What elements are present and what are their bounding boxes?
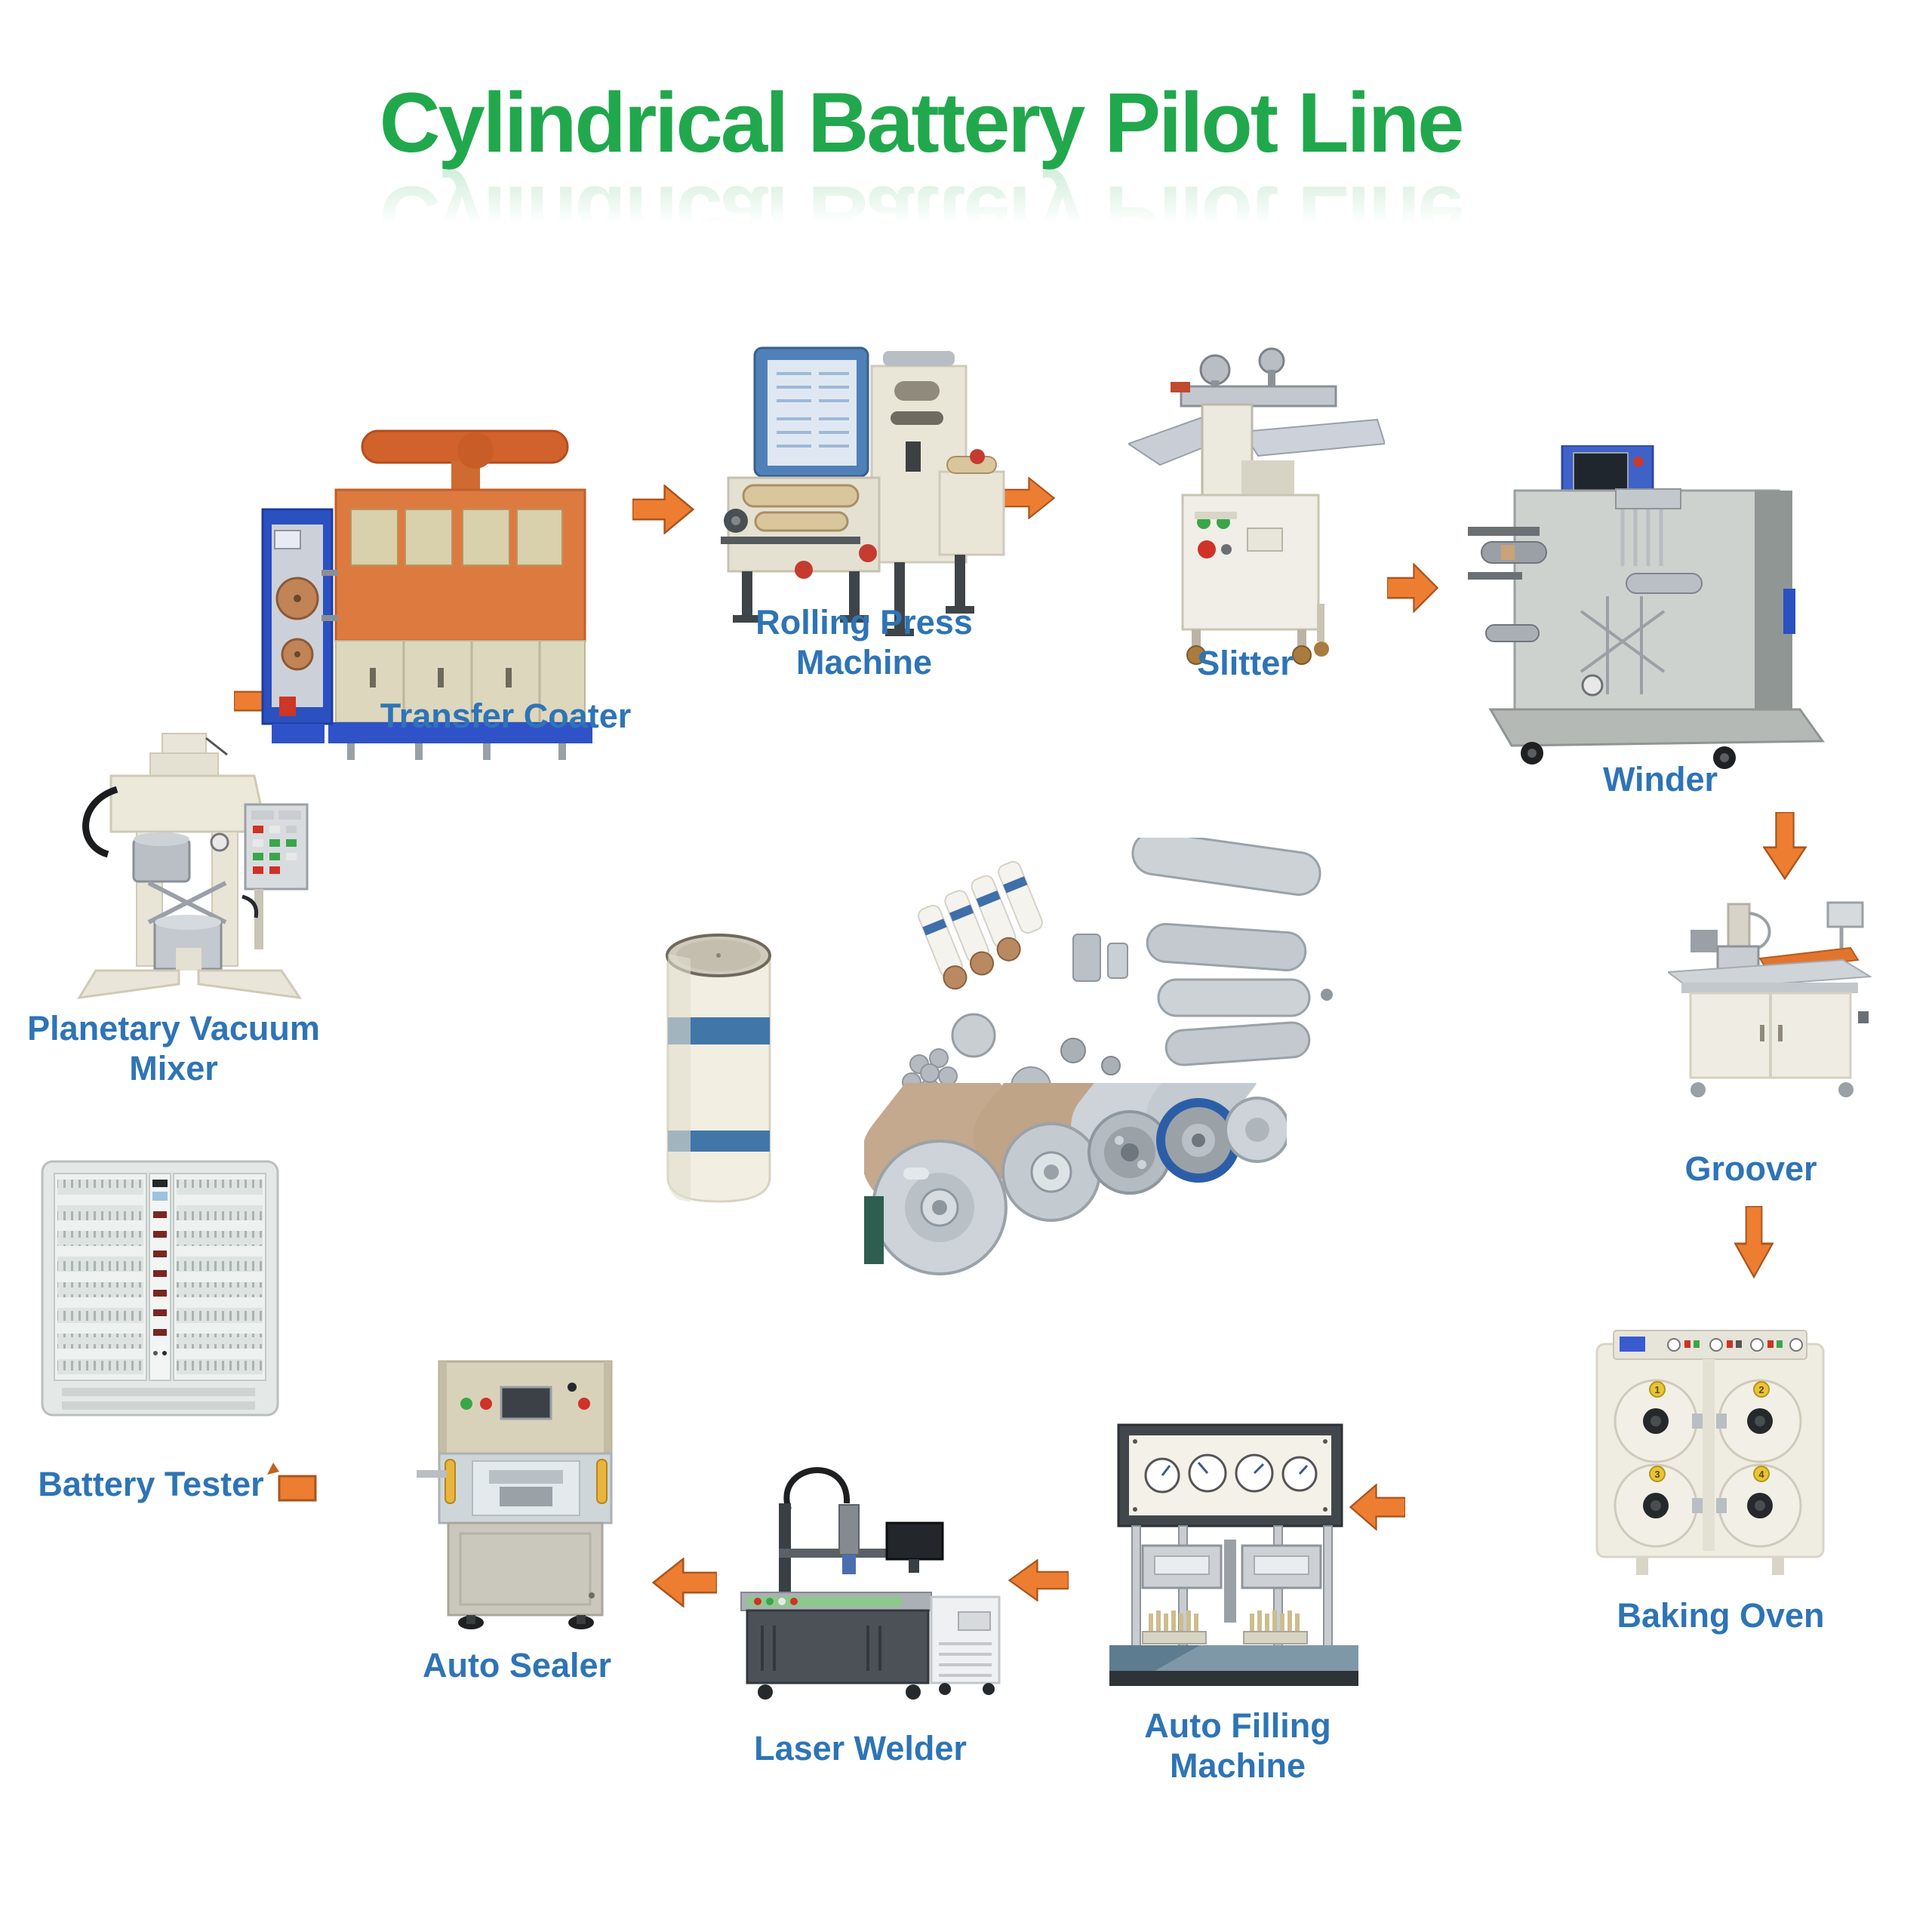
winder-photo xyxy=(1468,445,1830,770)
label-baking-oven: Baking Oven xyxy=(1617,1596,1825,1635)
flow-arrow-sealer-to-tester xyxy=(266,1461,318,1503)
label-battery-tester: Battery Tester xyxy=(38,1465,264,1503)
label-auto-sealer: Auto Sealer xyxy=(422,1646,612,1684)
planetary-vacuum-mixer-photo xyxy=(64,732,321,1015)
label-groover: Groover xyxy=(1684,1149,1817,1188)
label-rolling-press-line2: Machine xyxy=(795,643,933,682)
flow-arrow-groover-to-oven xyxy=(1734,1206,1774,1278)
flow-arrow-press-to-slitter xyxy=(1001,477,1055,519)
flow-arrow-welder-to-sealer xyxy=(652,1558,717,1607)
label-auto-filling: Auto Filling Machine xyxy=(1144,1706,1331,1786)
oven-door-number-4: 4 xyxy=(1758,1469,1764,1480)
slitter-photo xyxy=(1128,347,1385,672)
flow-arrow-oven-to-filling xyxy=(1349,1484,1405,1531)
label-planetary-vacuum-mixer: Planetary Vacuum Mixer xyxy=(15,1008,332,1088)
rolling-press-photo xyxy=(713,343,1011,668)
cell-tops-closeup-photo xyxy=(864,1083,1287,1294)
label-rolling-press: Rolling Press Machine xyxy=(755,602,974,682)
label-mixer-line2: Mixer xyxy=(129,1049,218,1088)
label-slitter: Slitter xyxy=(1197,644,1294,682)
electrode-roll-photo xyxy=(660,928,777,1208)
flow-arrow-coater-to-press xyxy=(632,485,694,534)
oven-door-number-3: 3 xyxy=(1654,1469,1660,1480)
oven-door-number-2: 2 xyxy=(1758,1384,1764,1395)
baking-oven-photo: 1 2 3 4 xyxy=(1591,1324,1829,1581)
page-title: Cylindrical Battery Pilot Line xyxy=(379,75,1465,170)
flow-arrow-slitter-to-winder xyxy=(1387,563,1438,613)
auto-sealer-photo xyxy=(417,1357,635,1638)
flow-arrow-filling-to-welder xyxy=(1008,1559,1069,1601)
transfer-coater-photo xyxy=(249,419,608,766)
label-mixer-line1: Planetary Vacuum xyxy=(27,1009,320,1048)
label-transfer-coater: Transfer Coater xyxy=(380,697,632,735)
label-rolling-press-line1: Rolling Press xyxy=(755,603,973,641)
laser-welder-photo xyxy=(732,1457,1011,1713)
flow-arrow-winder-to-groover xyxy=(1763,812,1807,880)
battery-tester-photo xyxy=(39,1158,285,1438)
label-winder: Winder xyxy=(1602,760,1718,798)
groover-photo xyxy=(1668,898,1872,1109)
page-title-reflection: Cylindrical Battery Pilot Line xyxy=(379,168,1463,263)
oven-door-number-1: 1 xyxy=(1654,1384,1660,1395)
auto-filling-photo xyxy=(1109,1419,1358,1698)
label-laser-welder: Laser Welder xyxy=(754,1729,967,1767)
